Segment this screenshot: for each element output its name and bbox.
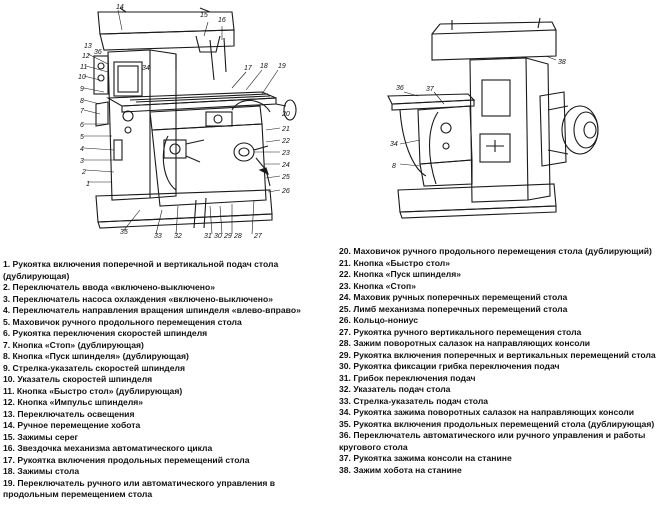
callout-24: 24 <box>281 162 290 169</box>
callout-23: 23 <box>281 150 290 157</box>
callout-29: 29 <box>223 233 232 240</box>
callout-33: 33 <box>154 233 162 240</box>
legend-right: 20. Маховичок ручного продольного переме… <box>339 246 669 476</box>
callout-2: 2 <box>81 169 86 176</box>
legend-item-16: 16. Звездочка механизма автоматического … <box>3 443 213 453</box>
legend-item-5: 5. Маховичок ручного продольного перемещ… <box>3 316 242 327</box>
callout-37: 37 <box>426 86 435 93</box>
callout-8: 8 <box>392 163 396 170</box>
callout-30: 30 <box>214 233 222 240</box>
legend-item-2: 2. Переключатель ввода «включено-выключе… <box>3 282 216 292</box>
callout-15: 15 <box>200 12 208 19</box>
legend-item-1: 1. Рукоятка включения поперечной и верти… <box>3 259 279 281</box>
callout-38: 38 <box>558 59 566 66</box>
legend-item-9: 9. Стрелка-указатель скоростей шпинделя <box>3 362 185 373</box>
callout-11: 11 <box>80 64 87 71</box>
callout-16: 16 <box>218 17 226 24</box>
callout-5: 5 <box>80 134 84 141</box>
legend-item-11: 11. Кнопка «Быстро стол» (дублирующая) <box>3 385 183 396</box>
legend-item-30: 30. Рукоятка фиксации грибка переключени… <box>339 361 560 371</box>
callout-14: 14 <box>116 4 124 11</box>
legend-item-3: 3. Переключатель насоса охлаждения «вклю… <box>3 293 273 304</box>
callout-7: 7 <box>80 108 85 115</box>
legend-item-32: 32. Указатель подач стола <box>339 384 451 394</box>
legend-item-24: 24. Маховик ручных поперечных перемещени… <box>339 292 568 302</box>
legend-item-26: 26. Кольцо-нониус <box>339 315 419 325</box>
right-machine-callouts: 37 38 34 8 36 <box>390 59 566 170</box>
callout-8: 8 <box>80 98 84 105</box>
legend-item-12: 12. Кнопка «Импульс шпинделя» <box>3 397 144 407</box>
callout-10: 10 <box>78 74 86 81</box>
legend-item-35: 35. Рукоятка включения продольных переме… <box>339 418 655 429</box>
callout-26: 26 <box>281 188 290 195</box>
callout-1: 1 <box>86 181 90 188</box>
legend-item-4: 4. Переключатель направления вращения шп… <box>3 305 301 315</box>
legend-item-27: 27. Рукоятка ручного вертикального перем… <box>339 326 582 337</box>
legend-item-22: 22. Кнопка «Пуск шпинделя» <box>339 269 461 279</box>
callout-4: 4 <box>80 146 84 153</box>
callout-28: 28 <box>233 233 242 240</box>
legend-item-36: 36. Переключатель автоматического или ру… <box>339 430 646 452</box>
callout-20: 20 <box>281 111 290 118</box>
callout-19: 19 <box>278 63 286 70</box>
legend-item-18: 18. Зажимы стола <box>3 466 80 476</box>
callout-27: 27 <box>253 233 263 240</box>
callout-25: 25 <box>281 174 290 181</box>
legend-item-7: 7. Кнопка «Стоп» (дублирующая) <box>3 339 144 350</box>
callout-13: 13 <box>84 43 92 50</box>
right-machine-drawing <box>387 17 599 219</box>
callout-6: 6 <box>80 122 84 129</box>
legend-item-8: 8. Кнопка «Пуск шпинделя» (дублирующая) <box>3 351 189 361</box>
callout-32: 32 <box>174 233 182 240</box>
machine-diagram: 14 15 16 17 18 19 1 2 3 4 5 6 7 8 9 10 1… <box>78 4 599 240</box>
callout-31: 31 <box>204 233 212 240</box>
legend-item-38: 38. Зажим хобота на станине <box>339 464 462 475</box>
legend-left: 1. Рукоятка включения поперечной и верти… <box>3 259 333 501</box>
callout-34: 34 <box>142 65 150 72</box>
legend-item-29: 29. Рукоятка включения поперечных и верт… <box>339 349 656 360</box>
legend-item-20: 20. Маховичок ручного продольного переме… <box>339 246 652 256</box>
callout-3: 3 <box>80 158 84 165</box>
legend-item-28: 28. Зажим поворотных салазок на направля… <box>339 338 591 348</box>
callout-36: 36 <box>396 85 404 92</box>
legend-item-19: 19. Переключатель ручного или автоматиче… <box>3 477 276 500</box>
legend-item-37: 37. Рукоятка зажима консоли на станине <box>339 453 512 463</box>
legend-item-6: 6. Рукоятка переключения скоростей шпинд… <box>3 328 208 338</box>
legend-item-21: 21. Кнопка «Быстро стол» <box>339 257 450 268</box>
callout-34: 34 <box>390 141 398 148</box>
callout-35: 35 <box>120 229 128 236</box>
legend-item-15: 15. Зажимы серег <box>3 431 79 442</box>
legend-item-10: 10. Указатель скоростей шпинделя <box>3 374 153 384</box>
legend-item-33: 33. Стрелка-указатель подач стола <box>339 395 489 406</box>
callout-12: 12 <box>82 53 90 60</box>
legend-item-25: 25. Лимб механизма поперечных перемещени… <box>339 303 568 314</box>
legend-item-31: 31. Грибок переключения подач <box>339 372 476 383</box>
legend-item-23: 23. Кнопка «Стоп» <box>339 280 416 291</box>
legend-item-14: 14. Ручное перемещение хобота <box>3 420 141 430</box>
callout-22: 22 <box>281 138 290 145</box>
callout-17: 17 <box>244 65 253 72</box>
legend-item-13: 13. Переключатель освещения <box>3 408 135 419</box>
right-machine-leaders <box>399 55 557 167</box>
left-machine-callouts: 14 15 16 17 18 19 1 2 3 4 5 6 7 8 9 10 1… <box>78 4 290 240</box>
legend-item-34: 34. Рукоятка зажима поворотных салазок н… <box>339 407 635 417</box>
left-machine-leaders <box>83 9 281 235</box>
left-machine-drawing <box>93 7 297 229</box>
callout-9: 9 <box>80 86 84 93</box>
callout-21: 21 <box>281 126 290 133</box>
callout-36: 36 <box>94 49 102 56</box>
callout-18: 18 <box>260 63 268 70</box>
legend-item-17: 17. Рукоятка включения продольных переме… <box>3 454 250 465</box>
